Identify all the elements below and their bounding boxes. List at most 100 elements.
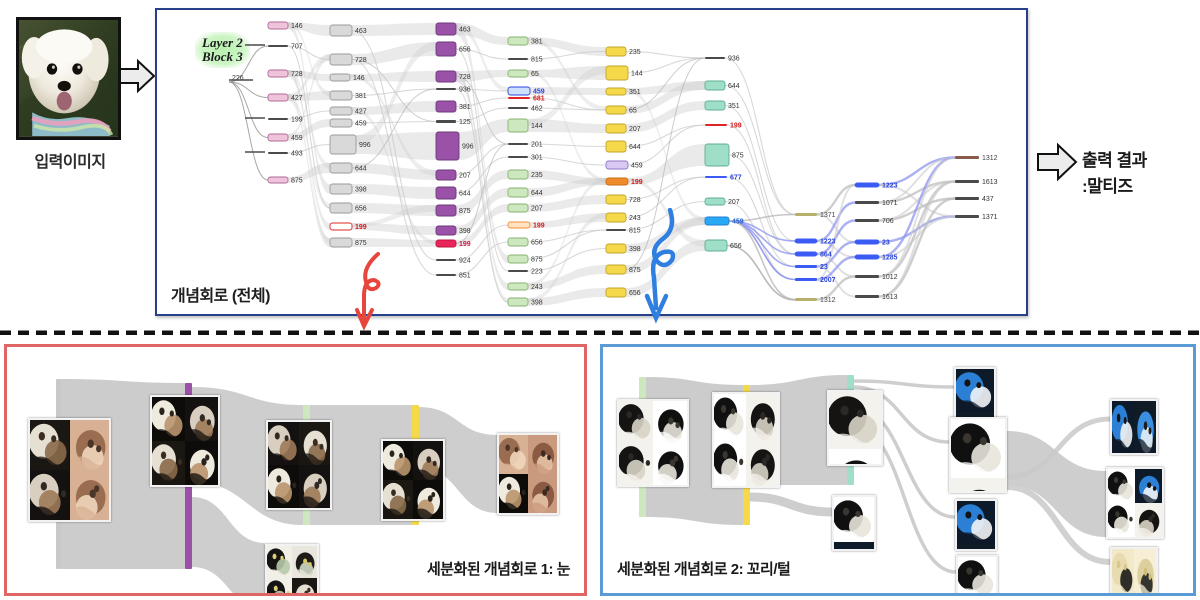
sankey-node[interactable]: 199 — [605, 177, 643, 186]
sankey-node[interactable]: 351 — [704, 100, 740, 111]
sankey-node[interactable]: 23 — [854, 239, 890, 247]
sankey-node[interactable]: 235 — [605, 46, 641, 57]
sankey-node[interactable]: 65 — [507, 69, 539, 78]
sankey-node[interactable]: 493 — [268, 151, 303, 158]
sankey-node[interactable]: 644 — [507, 187, 543, 198]
sankey-node[interactable]: 644 — [605, 140, 641, 153]
sankey-node[interactable]: 875 — [704, 143, 744, 167]
sankey-node[interactable]: 427 — [329, 106, 367, 116]
sankey-node[interactable]: 381 — [329, 90, 367, 101]
sankey-node[interactable]: 23 — [795, 264, 828, 271]
sankey-node[interactable]: 707 — [268, 44, 303, 51]
sankey-node[interactable]: 144 — [605, 65, 643, 81]
sankey-node[interactable]: 398 — [435, 225, 471, 236]
sankey-node[interactable]: 459 — [267, 133, 303, 142]
sankey-node[interactable]: 351 — [605, 87, 641, 96]
sankey-node[interactable]: 656 — [435, 41, 471, 57]
sankey-node[interactable]: 301 — [508, 155, 543, 162]
layer-badge-line2: Block 3 — [202, 49, 243, 64]
sankey-node[interactable]: 463 — [435, 22, 471, 36]
sankey-node[interactable]: 1223 — [854, 182, 898, 190]
sankey-node[interactable]: 924 — [436, 258, 471, 265]
sankey-node[interactable]: 936 — [436, 87, 471, 94]
sankey-node[interactable]: 381 — [435, 100, 471, 113]
sankey-node[interactable]: 1223 — [794, 238, 836, 246]
thumb-cell — [69, 420, 109, 470]
sankey-node[interactable]: 243 — [507, 282, 543, 291]
sankey-node[interactable]: 459 — [329, 118, 367, 128]
sankey-node[interactable]: 1071 — [855, 200, 898, 207]
sankey-node[interactable]: 644 — [704, 80, 740, 91]
sankey-node[interactable]: 381 — [507, 36, 543, 46]
sankey-node[interactable]: 207 — [507, 203, 543, 213]
sankey-node[interactable]: 1613 — [855, 294, 898, 301]
sankey-node[interactable]: 2007 — [795, 277, 836, 284]
sankey-node[interactable]: 815 — [606, 228, 641, 235]
sankey-node[interactable]: 223 — [508, 269, 543, 276]
sankey-node[interactable]: 644 — [435, 186, 471, 200]
sankey-node[interactable]: 656 — [507, 237, 543, 247]
sankey-node[interactable]: 728 — [267, 69, 303, 78]
sankey-node[interactable]: 728 — [329, 53, 367, 66]
sankey-node[interactable]: 815 — [508, 57, 543, 64]
sankey-node[interactable]: 875 — [435, 204, 471, 217]
sankey-node[interactable]: 644 — [329, 162, 367, 174]
sankey-node[interactable]: 864 — [794, 251, 832, 259]
sankey-node[interactable]: 125 — [436, 119, 471, 126]
sankey-node[interactable]: 398 — [329, 183, 367, 195]
sankey-node[interactable]: 235 — [507, 169, 543, 180]
sankey-node[interactable]: 427 — [267, 93, 303, 102]
sankey-node[interactable]: 146 — [267, 21, 303, 30]
sankey-node[interactable]: 398 — [605, 243, 641, 254]
sankey-node[interactable]: 681 — [508, 96, 545, 103]
sankey-node[interactable]: 459 — [507, 86, 545, 96]
sankey-node[interactable]: 459 — [704, 216, 744, 226]
sankey-node[interactable]: 199 — [435, 239, 471, 248]
sankey-node[interactable]: 207 — [605, 123, 641, 134]
sankey-node[interactable]: 199 — [268, 117, 303, 124]
thumb-cell — [746, 394, 778, 440]
sankey-node[interactable]: 996 — [329, 134, 371, 155]
sankey-node[interactable]: 1312 — [955, 155, 998, 162]
sankey-node[interactable]: 146 — [329, 73, 365, 82]
sankey-node[interactable]: 656 — [704, 239, 742, 252]
sankey-node[interactable]: 398 — [507, 297, 543, 307]
sankey-node[interactable]: 851 — [436, 273, 471, 280]
sankey-node[interactable]: 875 — [507, 254, 543, 264]
sankey-node[interactable]: 207 — [435, 169, 471, 181]
sankey-node[interactable]: 201 — [508, 142, 543, 149]
sankey-link — [228, 81, 269, 138]
sankey-node[interactable]: 199 — [329, 222, 367, 231]
sankey-node[interactable]: 875 — [267, 176, 303, 185]
sankey-node-label: 728 — [355, 57, 367, 64]
sankey-node[interactable]: 677 — [705, 175, 742, 182]
sankey-node[interactable]: 875 — [605, 264, 641, 275]
sankey-node[interactable]: 706 — [855, 218, 894, 225]
sankey-node[interactable]: 437 — [955, 196, 994, 203]
sankey-node[interactable]: 243 — [605, 212, 641, 223]
sankey-node-label: 656 — [629, 290, 641, 297]
sankey-node[interactable]: 656 — [605, 287, 641, 298]
sankey-node[interactable]: 1371 — [955, 214, 998, 221]
sankey-node[interactable]: 1312 — [795, 297, 836, 304]
sankey-node[interactable]: 199 — [705, 123, 742, 130]
sankey-node[interactable]: 1285 — [854, 254, 898, 262]
sankey-node[interactable]: 462 — [508, 106, 543, 113]
sankey-node[interactable]: 1012 — [855, 274, 898, 281]
sankey-node[interactable]: 936 — [705, 56, 740, 63]
sankey-node[interactable]: 996 — [435, 131, 474, 161]
sankey-node-label: 815 — [629, 228, 641, 235]
sankey-node[interactable]: 728 — [605, 194, 641, 205]
sankey-node[interactable]: 144 — [507, 118, 543, 133]
sankey-node[interactable]: 875 — [329, 237, 367, 248]
sankey-node[interactable]: 463 — [329, 24, 367, 37]
sankey-node-label: 201 — [531, 142, 543, 149]
sankey-node[interactable]: 207 — [704, 197, 740, 206]
sankey-node[interactable]: 1371 — [795, 212, 836, 219]
sankey-node[interactable]: 728 — [435, 70, 471, 83]
sankey-node[interactable]: 65 — [605, 105, 637, 115]
sankey-node[interactable]: 459 — [605, 160, 643, 170]
sankey-node[interactable]: 199 — [507, 221, 545, 230]
sankey-node[interactable]: 656 — [329, 202, 367, 214]
sankey-node[interactable]: 1613 — [955, 179, 998, 186]
